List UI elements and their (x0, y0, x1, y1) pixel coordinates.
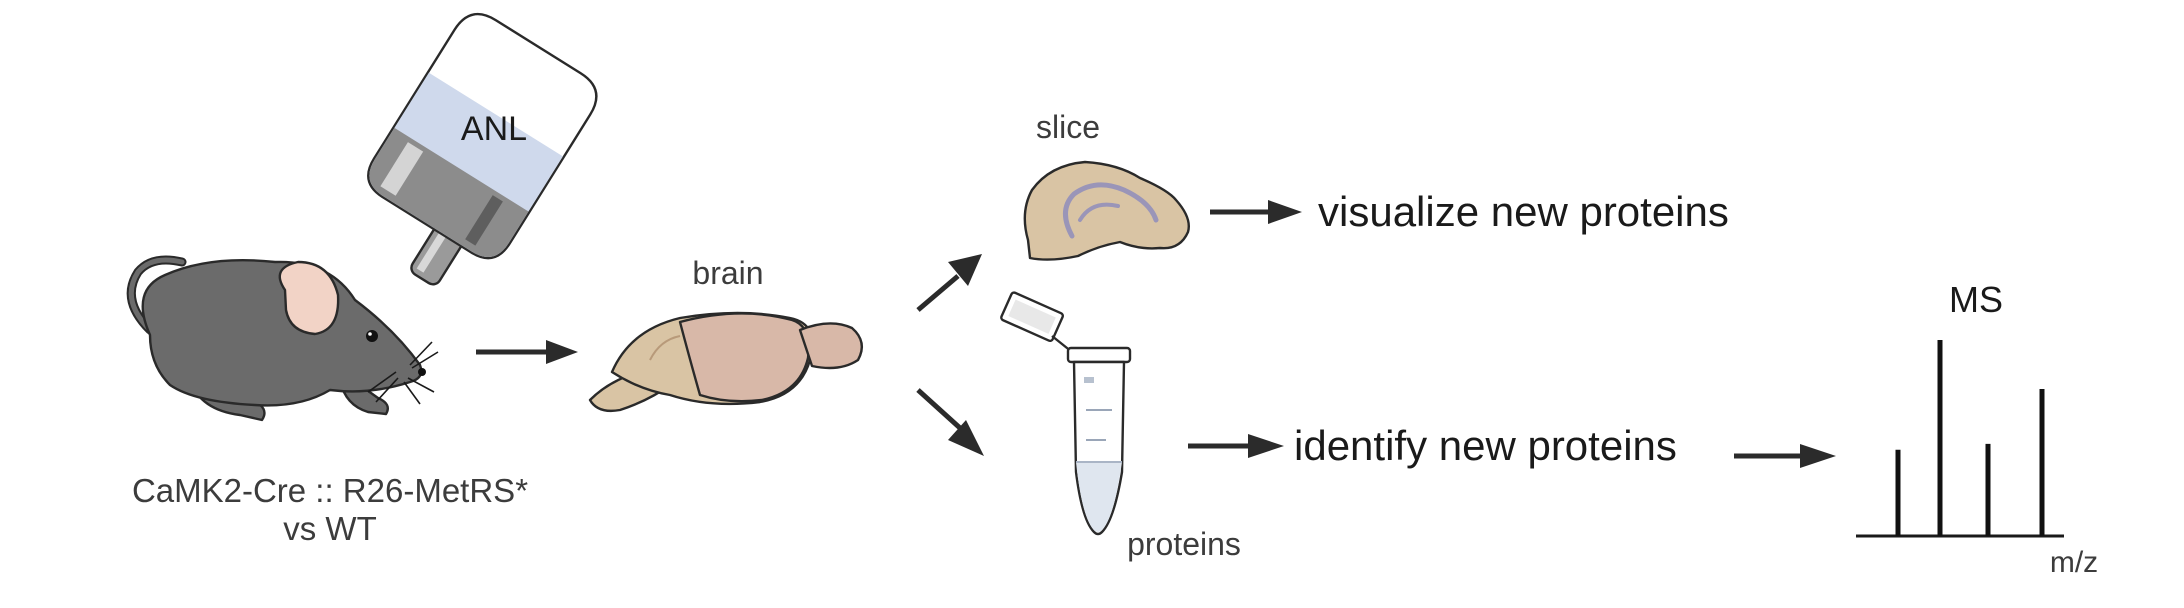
mouse-control-label: vs WT (283, 510, 376, 547)
arrow-mouse-to-brain (476, 340, 578, 364)
tube-rim (1066, 346, 1132, 364)
slice-label: slice (1036, 109, 1100, 145)
visualize-label: visualize new proteins (1318, 188, 1729, 235)
brain-slice-icon (1023, 160, 1190, 261)
proteins-label: proteins (1127, 526, 1241, 562)
arrow-tube-to-identify (1188, 434, 1284, 458)
bottle-label: ANL (461, 110, 527, 148)
mouse-icon (126, 255, 439, 422)
arrow-brain-to-slice (916, 254, 982, 312)
ms-peaks (1895, 340, 2045, 536)
arrow-brain-to-tube (916, 388, 984, 456)
microcentrifuge-tube-icon (1000, 291, 1132, 536)
olfactory-bulb (798, 322, 864, 370)
mouse-genotype-label: CaMK2-Cre :: R26-MetRS* (132, 472, 528, 509)
identify-label: identify new proteins (1294, 422, 1677, 469)
ms-axis-label: m/z (2050, 546, 2098, 579)
mouse-whiskers (367, 341, 439, 405)
arrow-slice-to-visualize (1210, 200, 1302, 224)
ms-title: MS (1949, 279, 2003, 320)
brain-icon (588, 311, 864, 413)
water-bottle-icon: ANL (367, 12, 598, 286)
mouse-eye (366, 330, 378, 342)
mouse-ear (278, 260, 340, 336)
arrow-identify-to-ms (1734, 444, 1836, 468)
brain-label: brain (692, 255, 763, 291)
mass-spectrum-icon (1856, 340, 2064, 538)
